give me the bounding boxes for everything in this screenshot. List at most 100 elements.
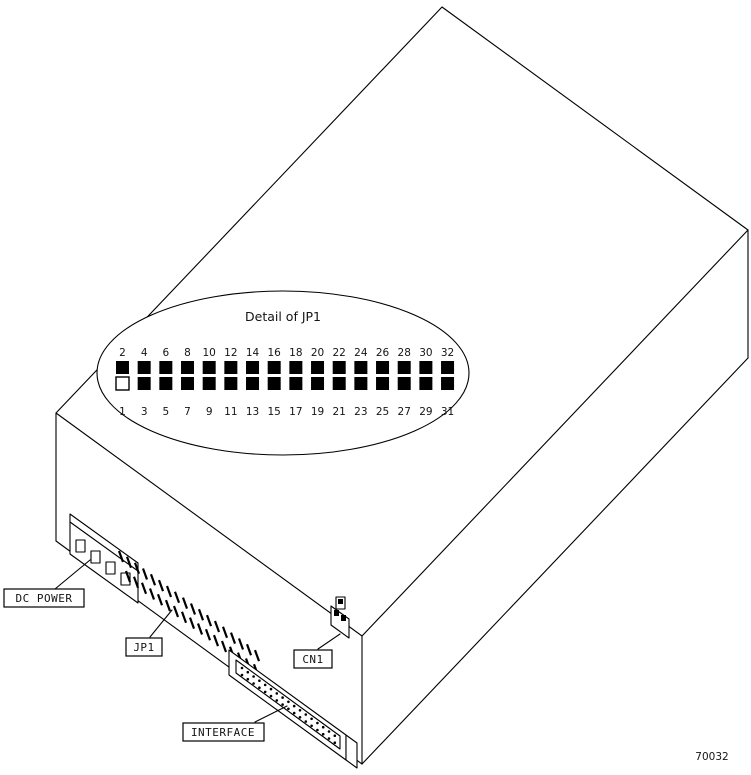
detail-pin [441,377,455,390]
interface-pin [321,725,325,729]
detail-pin [246,377,260,390]
detail-pin-number-bottom: 27 [398,406,411,418]
detail-pin-number-bottom: 17 [289,406,302,418]
cn1-tab-pin [338,599,343,604]
detail-pin-number-bottom: 31 [441,406,454,418]
interface-pin [269,687,273,691]
interface-leader-line [254,705,288,723]
detail-pin-number-top: 26 [376,347,390,359]
interface-pin [275,699,279,702]
detail-pin-number-top: 6 [162,347,169,359]
detail-pin [159,361,173,374]
detail-pin [202,377,216,390]
detail-pin-number-bottom: 25 [376,406,389,418]
dc-power-inner-edge [69,521,139,572]
detail-pin-number-top: 4 [141,347,148,359]
interface-inner-body [235,659,341,750]
detail-pin-number-top: 24 [354,347,368,359]
detail-pin-number-top: 2 [119,347,126,359]
interface-pin [292,711,296,715]
detail-pin-number-bottom: 13 [246,406,259,418]
dc-power-leader-line [54,559,91,590]
dc-power-pin [105,561,116,575]
detail-pin [289,361,303,374]
detail-pin [376,377,390,390]
interface-pin [321,732,325,736]
detail-pin [159,377,173,390]
dc-power-connector [69,513,139,604]
detail-pin-number-bottom: 29 [419,406,432,418]
interface-pin [316,728,319,732]
interface-pin [304,713,308,716]
detail-pin [441,361,455,374]
detail-pin-number-top: 14 [246,347,260,359]
interface-label-box [182,722,265,742]
interface-pin [298,716,302,719]
detail-pin-number-bottom: 5 [162,406,169,418]
detail-pin [137,361,151,374]
detail-pin-number-bottom: 23 [354,406,367,418]
detail-pin-number-top: 30 [419,347,432,359]
detail-pin [202,361,216,374]
detail-pin-number-top: 8 [184,347,191,359]
interface-pin [258,686,261,689]
detail-pin-number-bottom: 15 [268,406,281,418]
detail-pin-number-top: 12 [224,347,237,359]
detail-pin [376,361,390,374]
interface-pin [298,709,302,712]
detail-ellipse [96,290,470,456]
detail-pin [419,361,433,374]
cn1-callout: CN1 [293,633,341,669]
detail-pin [419,377,433,390]
interface-pin [246,677,250,681]
cn1-pin [334,610,339,616]
cn1-body [330,605,350,639]
interface-end-cap [345,734,358,769]
detail-pin-number-bottom: 7 [184,406,191,418]
jp1-label-box [125,637,163,657]
interface-pin [310,717,313,721]
interface-pin [327,737,331,740]
cn1-label-box [293,649,333,669]
detail-pin [354,361,368,374]
dc-power-label-box [3,588,85,608]
detail-pin [289,377,303,390]
interface-pin [281,696,284,699]
jp1-callout: JP1 [125,609,173,657]
interface-pin [333,741,337,744]
detail-pin-number-top: 10 [202,347,215,359]
detail-pin-number-top: 22 [333,347,346,359]
detail-pin-number-bottom: 19 [311,406,324,418]
detail-title: Detail of JP1 [245,309,321,324]
interface-pin [263,690,267,694]
detail-pin [311,361,325,374]
figure-number: 70032 [695,751,728,763]
interface-pin [258,679,261,682]
detail-pin-number-bottom: 21 [333,406,346,418]
dc-power-pin [75,539,86,553]
detail-pin [311,377,325,390]
interface-pin [281,703,284,706]
detail-pin [181,377,195,390]
detail-pin-open [115,376,130,391]
detail-pin [181,361,195,374]
detail-pin [397,361,411,374]
interface-pin [240,666,244,670]
interface-pin [287,700,290,704]
interface-pin [287,707,290,711]
detail-pin-number-top: 16 [268,347,282,359]
detail-pin [137,377,151,390]
interface-pin [240,673,244,677]
dc-power-pin [90,550,101,564]
detail-pin [332,377,346,390]
detail-pin-number-top: 20 [311,347,324,359]
interface-pin [252,675,255,678]
detail-pin [267,361,281,374]
cn1-pin [341,615,346,621]
cn1-leader-line [317,633,341,650]
interface-label: INTERFACE [191,726,255,739]
